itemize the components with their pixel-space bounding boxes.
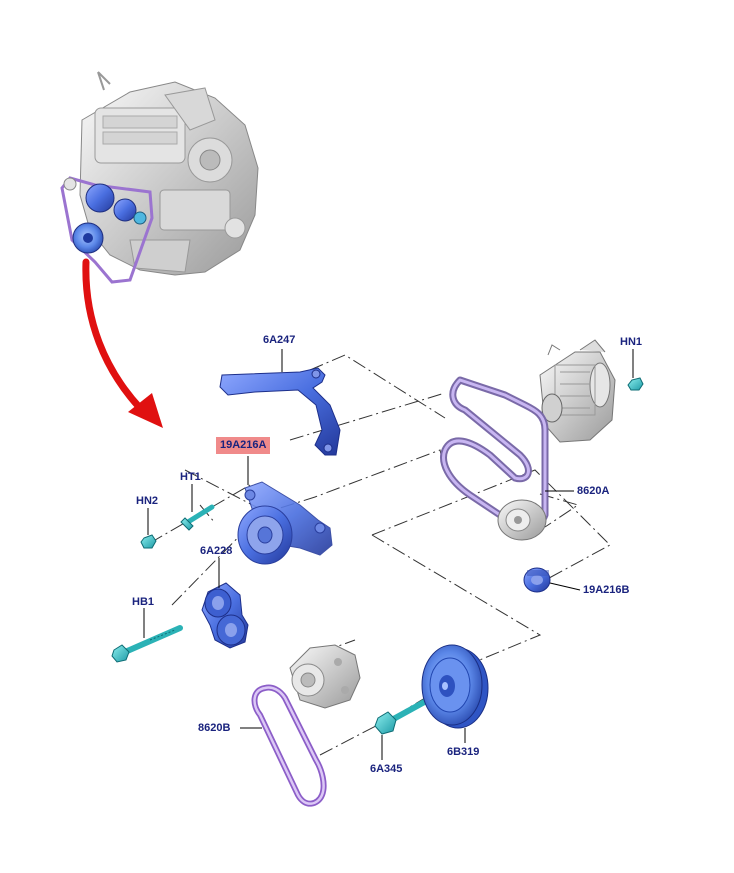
label-hn2: HN2 xyxy=(136,495,159,507)
label-leader-lines xyxy=(143,349,634,760)
red-arrow-icon xyxy=(82,258,163,428)
label-19a216a-highlighted: 19A216A xyxy=(216,437,271,454)
idler-19a216b-image xyxy=(523,567,551,593)
bolt-ht1-image xyxy=(180,504,215,531)
label-6b319: 6B319 xyxy=(447,746,480,758)
label-19a216b: 19A216B xyxy=(583,584,630,596)
label-hn1: HN1 xyxy=(620,336,643,348)
label-ht1: HT1 xyxy=(180,471,201,483)
alternator-image xyxy=(539,339,616,443)
crank-pulley-6b319-image xyxy=(421,644,489,729)
label-6a228: 6A228 xyxy=(200,545,233,557)
label-8620b: 8620B xyxy=(198,722,231,734)
ac-compressor-pulley-image xyxy=(497,499,547,541)
bracket-6a247-image xyxy=(219,367,341,456)
tensioner-19a216a-image xyxy=(237,481,333,565)
engine-overview-image xyxy=(60,71,259,284)
crank-bolt-6a345-image xyxy=(374,697,431,735)
main-belt-image xyxy=(440,376,549,531)
label-6a247: 6A247 xyxy=(263,334,296,346)
aux-belt-8620b-image xyxy=(251,684,327,807)
nut-hn2-image xyxy=(140,534,157,549)
bolt-hb1-image xyxy=(111,625,183,663)
label-hb1: HB1 xyxy=(132,596,155,608)
nut-hn1-image xyxy=(627,377,644,391)
tensioner-6a228-image xyxy=(201,582,249,649)
water-pump-image xyxy=(289,644,361,709)
label-6a345: 6A345 xyxy=(370,763,403,775)
label-8620a: 8620A xyxy=(577,485,610,497)
